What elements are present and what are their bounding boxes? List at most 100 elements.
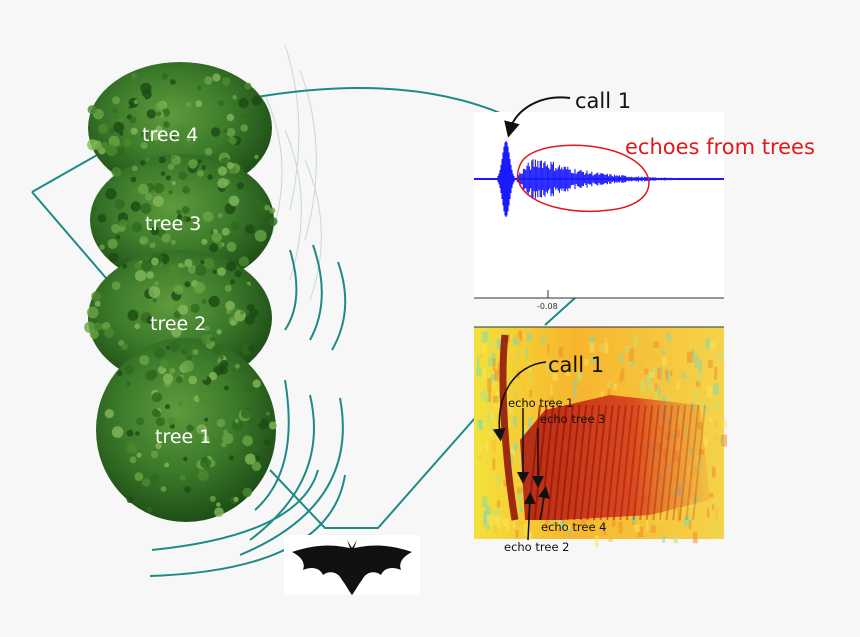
leaf-dot bbox=[204, 147, 213, 156]
noise-speck bbox=[510, 452, 513, 466]
leaf-dot bbox=[161, 73, 168, 80]
noise-speck bbox=[612, 516, 616, 527]
leaf-dot bbox=[91, 206, 97, 212]
leaf-dot bbox=[234, 418, 239, 424]
noise-speck bbox=[697, 374, 703, 383]
leaf-dot bbox=[155, 101, 166, 111]
leaf-dot bbox=[209, 243, 219, 253]
noise-speck bbox=[529, 390, 533, 398]
noise-speck bbox=[677, 508, 681, 522]
leaf-dot bbox=[149, 242, 156, 249]
noise-speck bbox=[478, 445, 482, 458]
noise-speck bbox=[526, 332, 532, 342]
noise-speck bbox=[518, 490, 522, 502]
noise-speck bbox=[647, 373, 650, 381]
leaf-dot bbox=[224, 284, 232, 292]
leaf-dot bbox=[151, 392, 162, 403]
leaf-dot bbox=[188, 375, 198, 385]
noise-speck bbox=[494, 369, 500, 381]
leaf-dot bbox=[150, 226, 160, 236]
leaf-dot bbox=[134, 472, 144, 481]
noise-speck bbox=[597, 517, 602, 529]
noise-speck bbox=[709, 492, 714, 498]
noise-speck bbox=[483, 389, 488, 400]
leaf-dot bbox=[176, 376, 183, 383]
noise-speck bbox=[633, 335, 638, 348]
leaf-dot bbox=[197, 170, 204, 177]
leaf-dot bbox=[117, 370, 123, 376]
noise-speck bbox=[518, 330, 521, 340]
leaf-dot bbox=[155, 417, 165, 427]
noise-speck bbox=[699, 402, 705, 408]
leaf-dot bbox=[195, 100, 203, 107]
echo-stripe bbox=[546, 404, 561, 521]
noise-speck bbox=[480, 331, 484, 343]
noise-speck bbox=[546, 394, 552, 400]
leaf-dot bbox=[123, 138, 132, 148]
noise-speck bbox=[644, 368, 649, 375]
leaf-dot bbox=[238, 256, 250, 267]
leaf-dot bbox=[163, 278, 173, 288]
leaf-dot bbox=[217, 178, 228, 189]
noise-speck bbox=[621, 368, 625, 381]
leaf-dot bbox=[193, 281, 206, 294]
noise-speck bbox=[657, 367, 662, 380]
leaf-dot bbox=[162, 373, 174, 384]
leaf-dot bbox=[238, 97, 249, 109]
noise-speck bbox=[573, 379, 578, 385]
leaf-dot bbox=[171, 181, 176, 186]
spec-call-arrow bbox=[492, 361, 547, 442]
leaf-dot bbox=[133, 99, 139, 105]
leaf-dot bbox=[218, 100, 225, 106]
noise-speck bbox=[637, 360, 644, 369]
leaf-dot bbox=[202, 375, 208, 381]
leaf-dot bbox=[204, 417, 209, 422]
noise-speck bbox=[660, 365, 663, 377]
noise-speck bbox=[704, 403, 709, 414]
leaf-dot bbox=[244, 453, 256, 465]
echo-stripe bbox=[632, 404, 647, 521]
leaf-dot bbox=[197, 469, 209, 481]
leaf-dot bbox=[160, 486, 167, 492]
leaf-dot bbox=[212, 269, 217, 274]
noise-speck bbox=[490, 410, 494, 422]
leaf-dot bbox=[156, 111, 162, 117]
leaf-dot bbox=[253, 416, 262, 425]
noise-speck bbox=[599, 343, 602, 352]
leaf-dot bbox=[226, 261, 237, 272]
leaf-dot bbox=[235, 363, 240, 369]
noise-speck bbox=[492, 358, 496, 371]
leaf-dot bbox=[101, 141, 108, 149]
leaf-dot bbox=[119, 219, 128, 227]
noise-speck bbox=[636, 384, 642, 395]
leaf-dot bbox=[222, 432, 234, 445]
leaf-dot bbox=[232, 95, 237, 100]
noise-speck bbox=[665, 369, 669, 380]
tree-3-foliage bbox=[90, 154, 274, 286]
noise-speck bbox=[484, 441, 488, 452]
leaf-dot bbox=[173, 284, 184, 295]
leaf-dot bbox=[228, 136, 236, 144]
noise-speck bbox=[506, 518, 510, 530]
leaf-dot bbox=[254, 229, 267, 242]
leaf-dot bbox=[169, 367, 176, 374]
leaf-dot bbox=[207, 174, 214, 180]
leaf-dot bbox=[175, 191, 181, 197]
noise-speck bbox=[709, 451, 713, 456]
noise-speck bbox=[618, 521, 623, 534]
leaf-dot bbox=[240, 124, 248, 132]
leaf-dot bbox=[186, 136, 191, 142]
leaf-dot bbox=[94, 143, 103, 151]
noise-speck bbox=[494, 401, 499, 408]
leaf-dot bbox=[104, 327, 115, 338]
noise-speck bbox=[487, 378, 492, 392]
noise-speck bbox=[512, 519, 515, 529]
leaf-dot bbox=[170, 239, 176, 245]
leaf-dot bbox=[204, 76, 213, 85]
noise-speck bbox=[694, 362, 697, 369]
leaf-dot bbox=[126, 429, 134, 437]
leaf-dot bbox=[108, 252, 119, 263]
noise-speck bbox=[548, 396, 554, 405]
leaf-dot bbox=[164, 462, 170, 468]
leaf-dot bbox=[170, 154, 176, 159]
